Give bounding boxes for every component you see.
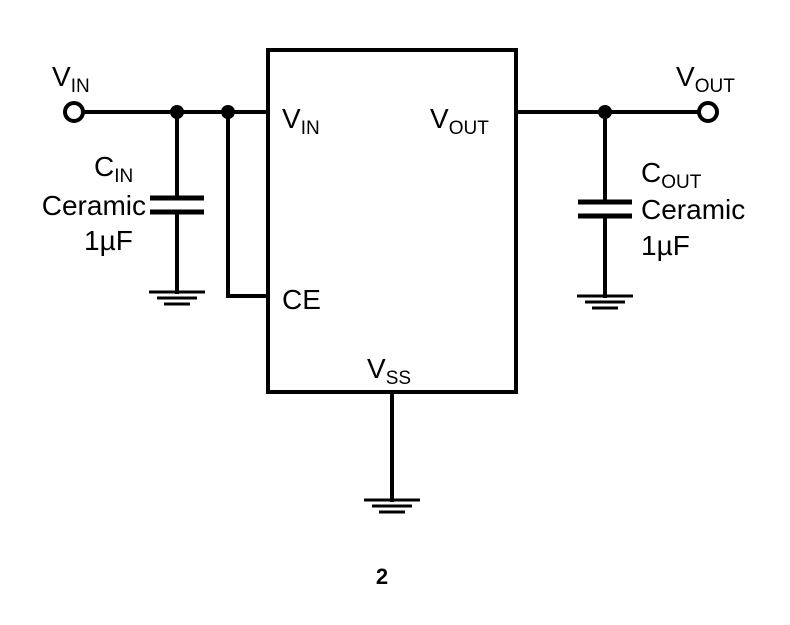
- cout-name-label: COUT: [641, 157, 702, 193]
- vout-terminal-label: VOUT: [676, 61, 735, 97]
- vin-terminal-label: VIN: [52, 61, 90, 97]
- cout-value-label: 1µF: [641, 230, 690, 261]
- cout-type-label: Ceramic: [641, 194, 745, 225]
- ic-pin-vss-label: VSS: [367, 353, 411, 389]
- junction-dot-cout: [598, 105, 612, 119]
- junction-dot-cin: [170, 105, 184, 119]
- cin-type-label: Ceramic: [42, 190, 146, 221]
- ic-pin-ce-label: CE: [282, 284, 321, 315]
- cin-value-label: 1µF: [84, 225, 133, 256]
- junction-dot-ce: [221, 105, 235, 119]
- cin-ground-symbol: [149, 290, 205, 306]
- vss-ground-symbol: [364, 498, 420, 514]
- cout-ground-symbol: [577, 294, 633, 310]
- ic-pin-vout-label: VOUT: [430, 103, 489, 139]
- page-number: 2: [376, 564, 388, 589]
- cin-name-label: CIN: [94, 151, 133, 187]
- regulator-ic-body: [266, 48, 518, 394]
- vin-terminal-circle: [63, 101, 85, 123]
- vout-terminal-circle: [697, 101, 719, 123]
- ic-pin-vin-label: VIN: [282, 103, 320, 139]
